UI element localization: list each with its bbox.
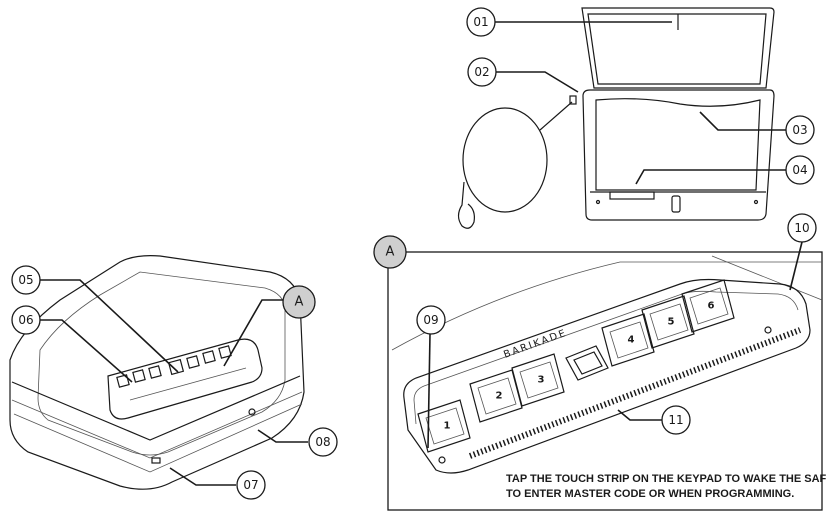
callout-03: 03 xyxy=(785,115,815,145)
small-keypad-panel xyxy=(107,338,263,420)
callout-11: 11 xyxy=(661,405,691,435)
svg-text:04: 04 xyxy=(792,163,807,177)
keypad-key-3[interactable]: 3 xyxy=(511,353,565,407)
keypad-panel-inner xyxy=(413,290,799,425)
detail-a-view: BARIKADE 1 2 3 4 5 xyxy=(387,251,826,511)
safe-body xyxy=(582,89,775,221)
svg-text:02: 02 xyxy=(474,65,489,79)
callout-06: 06 xyxy=(11,305,41,335)
key-3-label: 3 xyxy=(538,375,545,386)
svg-text:03: 03 xyxy=(792,123,807,137)
keypad-key-5[interactable]: 5 xyxy=(641,295,695,349)
keypad-key-6[interactable]: 6 xyxy=(681,279,735,333)
top-panel xyxy=(37,271,286,456)
key-4-label: 4 xyxy=(628,335,635,346)
screw-left xyxy=(595,199,601,205)
left-indicator xyxy=(438,456,446,464)
cable-end xyxy=(569,95,577,105)
callout-04: 04 xyxy=(785,155,815,185)
callout-09: 09 xyxy=(416,305,446,335)
svg-text:05: 05 xyxy=(18,273,33,287)
open-safe-illustration xyxy=(457,7,775,229)
small-key-6 xyxy=(218,345,232,359)
key-6-label: 6 xyxy=(708,301,715,312)
detail-marker-frame: A xyxy=(373,235,407,269)
safe-lid xyxy=(581,7,775,89)
callout-08: 08 xyxy=(308,427,338,457)
closed-safe-illustration xyxy=(9,255,305,490)
small-key-1 xyxy=(116,374,130,388)
cable-loop xyxy=(457,181,475,229)
leader-10 xyxy=(789,241,803,291)
right-indicator xyxy=(764,326,772,334)
svg-text:A: A xyxy=(295,295,304,310)
touch-strip xyxy=(468,327,802,459)
bottom-port xyxy=(151,457,161,464)
detail-corner xyxy=(711,255,823,301)
side-port xyxy=(248,408,256,416)
safe-outline xyxy=(9,255,305,490)
keypad-key-1[interactable]: 1 xyxy=(417,399,471,453)
detail-surface xyxy=(391,261,822,351)
small-key-5 xyxy=(202,350,216,364)
safe-foam xyxy=(595,98,761,191)
handle-slot xyxy=(609,191,655,200)
callout-10: 10 xyxy=(787,213,817,243)
leader-08 xyxy=(257,429,308,443)
leader-09 xyxy=(427,333,431,449)
small-key-2 xyxy=(132,369,146,383)
small-touch-strip xyxy=(129,367,247,401)
top-edge xyxy=(11,375,301,441)
svg-text:A: A xyxy=(386,245,395,260)
key-2-label: 2 xyxy=(496,391,503,402)
svg-text:07: 07 xyxy=(243,478,258,492)
leader-05 xyxy=(40,279,179,373)
leader-lines xyxy=(40,21,803,486)
leader-02 xyxy=(496,71,579,93)
leader-06 xyxy=(40,319,133,383)
small-key-4 xyxy=(186,355,200,369)
note-line-1: TAP THE TOUCH STRIP ON THE KEYPAD TO WAK… xyxy=(506,473,826,485)
svg-text:11: 11 xyxy=(668,413,683,427)
side-line-1 xyxy=(11,391,303,459)
small-center-key xyxy=(167,358,185,376)
note-box xyxy=(503,466,817,506)
callout-02: 02 xyxy=(467,57,497,87)
callout-05: 05 xyxy=(11,265,41,295)
key-1-label: 1 xyxy=(444,421,451,432)
svg-text:09: 09 xyxy=(423,313,438,327)
security-cable xyxy=(462,107,548,213)
detail-marker-closed: A xyxy=(282,285,316,319)
latch xyxy=(671,195,681,213)
center-key[interactable] xyxy=(565,345,609,381)
cable-lead xyxy=(539,101,573,131)
leader-04 xyxy=(635,169,786,185)
keypad-key-4[interactable]: 4 xyxy=(601,313,655,367)
leader-11 xyxy=(617,409,662,421)
leader-a-closed xyxy=(223,299,284,367)
leader-03 xyxy=(699,111,786,131)
callout-07: 07 xyxy=(236,470,266,500)
svg-text:08: 08 xyxy=(315,435,330,449)
detail-frame xyxy=(387,251,823,511)
callout-01: 01 xyxy=(466,7,496,37)
svg-text:01: 01 xyxy=(473,15,488,29)
keypad-panel xyxy=(403,278,811,474)
leader-07 xyxy=(169,467,236,486)
note-line-2: TO ENTER MASTER CODE OR WHEN PROGRAMMING… xyxy=(506,488,794,500)
screw-right xyxy=(753,199,759,205)
svg-text:10: 10 xyxy=(794,221,809,235)
side-line-2 xyxy=(13,403,303,473)
key-5-label: 5 xyxy=(668,317,675,328)
svg-text:06: 06 xyxy=(18,313,33,327)
safe-lid-inner xyxy=(587,13,767,85)
keypad-key-2[interactable]: 2 xyxy=(469,369,523,423)
small-key-3 xyxy=(148,365,162,379)
